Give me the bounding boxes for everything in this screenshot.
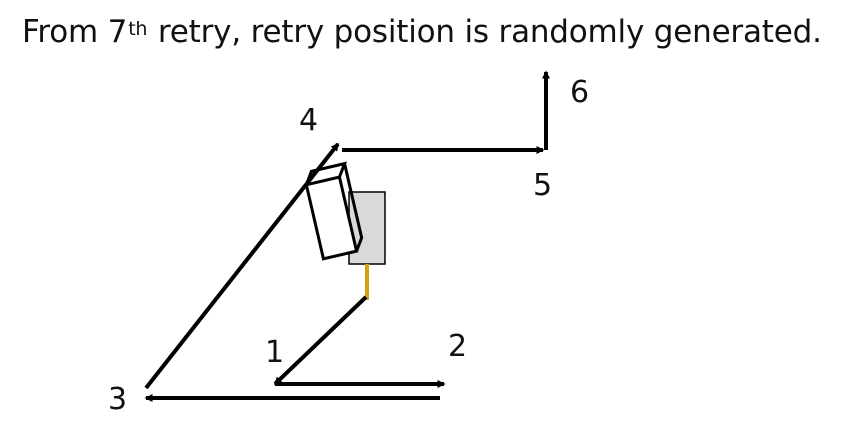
arrow-3-to-4	[144, 142, 340, 390]
title-superscript: th	[128, 18, 148, 40]
slide-title: From 7th retry, retry position is random…	[22, 10, 822, 54]
title-prefix: From 7	[22, 14, 128, 50]
position-label-4: 4	[299, 103, 318, 138]
position-label-3: 3	[108, 382, 127, 417]
gripper-tool	[304, 161, 386, 300]
position-label-6: 6	[570, 75, 589, 110]
position-label-1: 1	[265, 335, 284, 370]
position-label-5: 5	[533, 168, 552, 203]
arrow-start-to-1	[273, 295, 368, 386]
position-label-2: 2	[448, 329, 467, 364]
title-suffix: retry, retry position is randomly genera…	[148, 14, 822, 50]
camera-block	[304, 161, 364, 261]
